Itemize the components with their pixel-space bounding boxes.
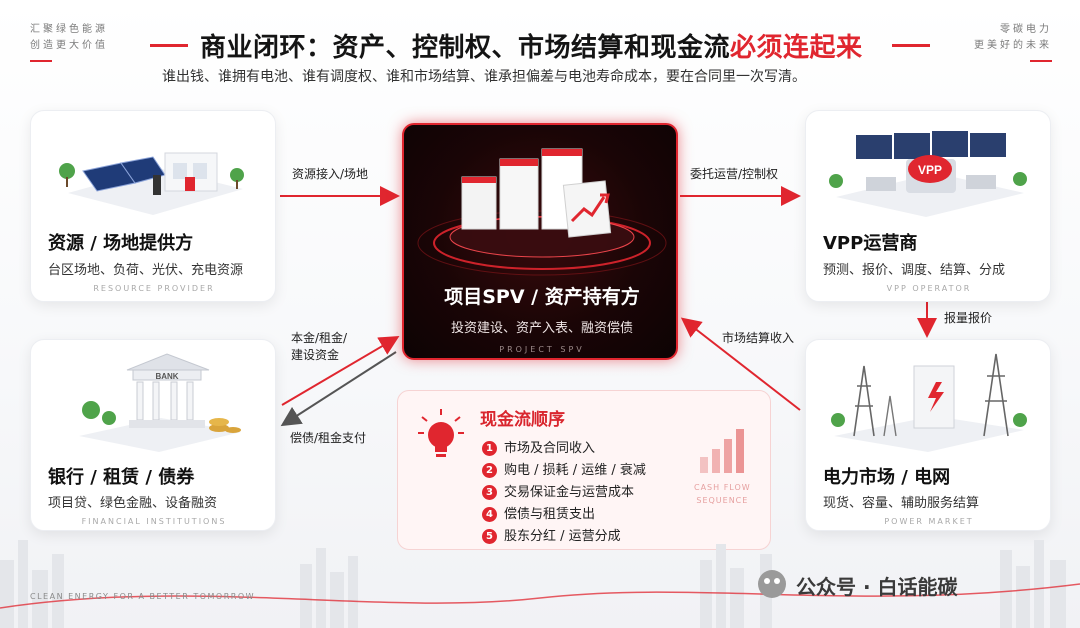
title-rule-right <box>892 44 930 47</box>
flow-label-market-to-spv: 市场结算收入 <box>722 331 795 345</box>
finance-card-en: FINANCIAL INSTITUTIONS <box>81 517 227 526</box>
market-card-desc: 现货、容量、辅助服务结算 <box>823 496 980 511</box>
vpp-card-en: VPP OPERATOR <box>886 284 972 293</box>
cashflow-item-text: 股东分红 / 运营分成 <box>504 529 621 544</box>
bank-illustration: BANK <box>79 353 241 452</box>
flow-label-spv-to-finance: 偿债/租金支付 <box>290 431 367 445</box>
resource-card-desc: 台区场地、负荷、光伏、充电资源 <box>48 263 244 278</box>
corner-slogan-left-line2: 创造更大价值 <box>30 40 108 51</box>
footer-slogan-en: CLEAN ENERGY FOR A BETTER TOMORROW <box>30 592 256 601</box>
page-title-main: 商业闭环：资产、控制权、市场结算和现金流 <box>200 33 731 63</box>
flow-label-finance-to-spv-line1: 本金/租金/ <box>291 331 348 345</box>
flow-label-finance-to-spv-line2: 建设资金 <box>291 348 340 362</box>
corner-slogan-left: 汇聚绿色能源 创造更大价值 <box>30 22 108 54</box>
finance-card-title: 银行 / 租赁 / 债券 <box>48 467 195 488</box>
flow-label-spv-to-vpp: 委托运营/控制权 <box>690 167 779 181</box>
corner-accent-left <box>30 60 52 62</box>
cashflow-title: 现金流顺序 <box>480 410 565 430</box>
page-subtitle: 谁出钱、谁拥有电池、谁有调度权、谁和市场结算、谁承担偏差与电池寿命成本，要在合同… <box>162 69 806 85</box>
card-power-market: 电力市场 / 电网 现货、容量、辅助服务结算 POWER MARKET <box>805 339 1051 531</box>
card-project-spv: 项目SPV / 资产持有方 投资建设、资产入表、融资偿债 PROJECT SPV <box>402 123 678 360</box>
corner-slogan-left-line1: 汇聚绿色能源 <box>30 24 108 35</box>
arrow-spv-to-finance <box>280 351 397 427</box>
cashflow-sequence-box: 现金流顺序 1 市场及合同收入 2 购电 / 损耗 / 运维 / 衰减 3 交易保证金… <box>397 390 771 550</box>
cashflow-en-line1: CASH FLOW <box>694 483 751 492</box>
cashflow-item-text: 交易保证金与运营成本 <box>504 485 635 500</box>
cashflow-item: 1 市场及合同收入 <box>482 437 595 456</box>
bank-sign-text: BANK <box>155 372 178 381</box>
flow-label-vpp-to-market: 报量报价 <box>944 311 993 325</box>
cashflow-item-number: 1 <box>482 441 497 456</box>
cashflow-item: 4 偿债与租赁支出 <box>482 503 595 522</box>
vpp-card-desc: 预测、报价、调度、结算、分成 <box>823 263 1006 278</box>
cashflow-item-text: 市场及合同收入 <box>504 441 596 456</box>
control-room-illustration: VPP <box>829 131 1027 217</box>
solar-house-illustration <box>59 152 244 215</box>
flow-label-resource-to-spv: 资源接入/场地 <box>292 167 369 181</box>
cashflow-item: 5 股东分红 / 运营分成 <box>482 525 621 544</box>
corner-slogan-right-line2: 更美好的未来 <box>974 40 1052 51</box>
cashflow-item-number: 4 <box>482 507 497 522</box>
city-skyline-decoration <box>0 540 1080 628</box>
corner-slogan-right: 零碳电力 更美好的未来 <box>960 22 1052 54</box>
spv-battery-illustration <box>417 148 667 276</box>
page-title-highlight: 必须连起来 <box>730 33 863 63</box>
power-grid-illustration <box>831 353 1027 452</box>
cashflow-item-text: 购电 / 损耗 / 运维 / 衰减 <box>504 463 646 478</box>
spv-card-title: 项目SPV / 资产持有方 <box>444 286 640 308</box>
spv-card-desc: 投资建设、资产入表、融资偿债 <box>450 321 633 336</box>
cashflow-en: CASH FLOW SEQUENCE <box>694 481 751 507</box>
corner-accent-right <box>1030 60 1052 62</box>
watermark-account: 公众号 · 白话能碳 <box>796 575 958 599</box>
wechat-icon <box>758 570 786 598</box>
card-financial-institutions: BANK 银行 / 租赁 / 债券 项目贷、绿色金融、设备融资 FINANCIA… <box>30 339 276 531</box>
vpp-card-title: VPP运营商 <box>823 233 918 254</box>
finance-card-desc: 项目贷、绿色金融、设备融资 <box>48 496 218 511</box>
vpp-cloud-badge: VPP <box>918 163 942 177</box>
title-rule-left <box>150 44 188 47</box>
market-card-en: POWER MARKET <box>884 517 974 526</box>
cashflow-item-text: 偿债与租赁支出 <box>504 507 596 522</box>
arrow-market-to-spv <box>680 317 801 411</box>
cashflow-item: 3 交易保证金与运营成本 <box>482 481 634 500</box>
spv-card-en: PROJECT SPV <box>499 345 585 354</box>
bar-chart-icon <box>700 429 744 473</box>
card-vpp-operator: VPP VPP运营商 预测、报价、调度、结算、分成 VPP OPERATOR <box>805 110 1051 302</box>
cashflow-item-number: 5 <box>482 529 497 544</box>
arrow-finance-to-spv <box>281 335 400 406</box>
corner-slogan-right-line1: 零碳电力 <box>1000 24 1052 35</box>
resource-card-title: 资源 / 场地提供方 <box>48 233 194 254</box>
market-card-title: 电力市场 / 电网 <box>823 467 951 488</box>
page-title: 商业闭环：资产、控制权、市场结算和现金流必须连起来 <box>200 27 863 64</box>
cashflow-item-number: 3 <box>482 485 497 500</box>
cashflow-item-number: 2 <box>482 463 497 478</box>
flow-label-finance-to-spv: 本金/租金/ 建设资金 <box>291 330 347 364</box>
lightbulb-icon <box>418 409 464 457</box>
card-resource-provider: 资源 / 场地提供方 台区场地、负荷、光伏、充电资源 RESOURCE PROV… <box>30 110 276 302</box>
resource-card-en: RESOURCE PROVIDER <box>93 284 215 293</box>
cashflow-en-line2: SEQUENCE <box>696 496 749 505</box>
cashflow-item: 2 购电 / 损耗 / 运维 / 衰减 <box>482 459 646 478</box>
